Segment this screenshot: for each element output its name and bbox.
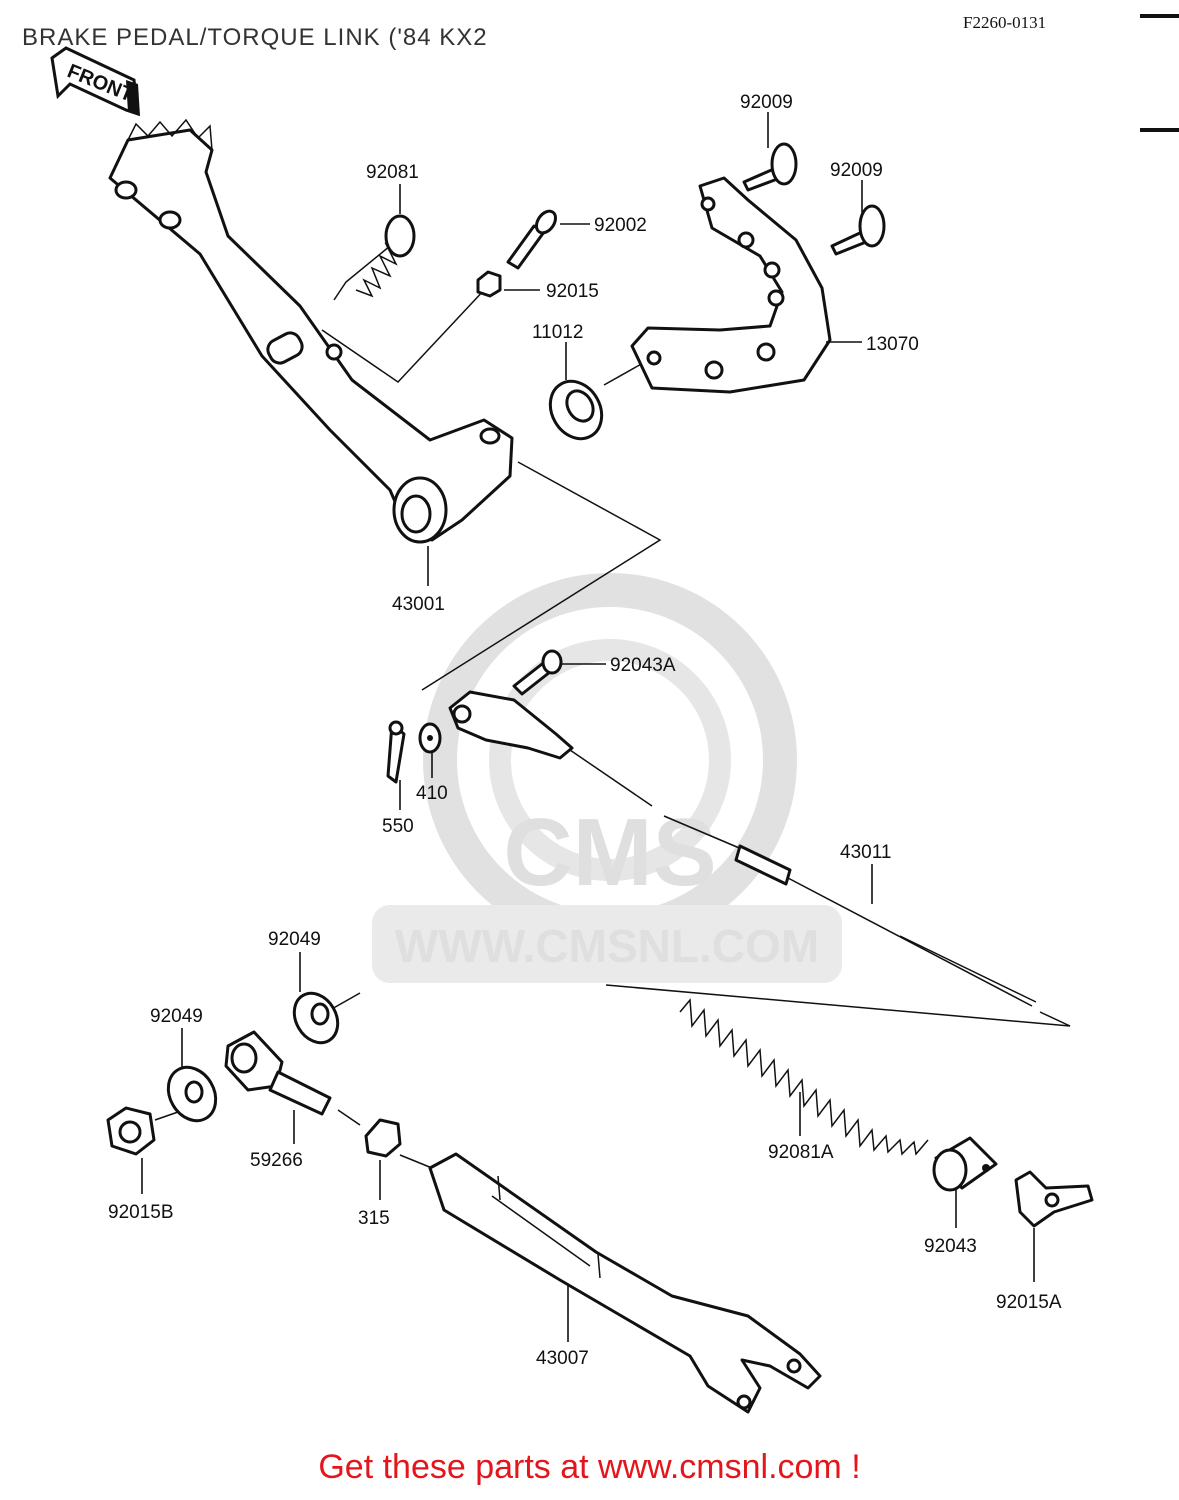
- wing-nut-92015A: [1014, 1170, 1094, 1228]
- cms-watermark: CMS WWW.CMSNL.COM: [372, 573, 842, 983]
- part-label-92015: 92015: [546, 281, 599, 302]
- watermark-url-text: WWW.CMSNL.COM: [395, 920, 819, 972]
- brake-rod-43011: [663, 815, 1037, 1007]
- part-label-92081A: 92081A: [768, 1142, 834, 1163]
- part-label-92081: 92081: [366, 162, 419, 183]
- brake-rod-clevis: [448, 690, 653, 807]
- part-label-43001: 43001: [392, 594, 445, 615]
- assembly-leader-lines: [154, 287, 1071, 1169]
- page-edge-marks: [1140, 14, 1179, 132]
- rod-end-59266: [224, 1030, 332, 1116]
- part-label-92002: 92002: [594, 215, 647, 236]
- brake-pedal: [108, 118, 514, 544]
- shop-link-banner[interactable]: Get these parts at www.cmsnl.com !: [318, 1448, 861, 1486]
- part-label-92043A: 92043A: [610, 655, 676, 676]
- collar-92043: [932, 1136, 998, 1192]
- bolt-92002: [506, 209, 558, 270]
- part-label-92043: 92043: [924, 1236, 977, 1257]
- pedal-guard-13070: [630, 176, 832, 394]
- part-number-labels: 92009 92009 92081 92002 92015 11012 1307…: [108, 92, 1062, 1369]
- part-label-59266: 59266: [250, 1150, 303, 1171]
- bolt-92009-lower: [830, 204, 886, 256]
- part-label-92049-lower: 92049: [150, 1006, 203, 1027]
- washer-92049-upper: [292, 991, 340, 1045]
- part-label-92009-upper: 92009: [740, 92, 793, 113]
- part-label-92015B: 92015B: [108, 1202, 174, 1223]
- torque-link-43007: [428, 1152, 822, 1414]
- part-label-92049-upper: 92049: [268, 929, 321, 950]
- part-label-11012: 11012: [532, 322, 583, 343]
- part-label-92015A: 92015A: [996, 1292, 1062, 1313]
- part-label-550: 550: [382, 816, 414, 837]
- rod-spring-92081A: [679, 998, 929, 1156]
- front-direction-marker: FRONT: [50, 46, 140, 117]
- nut-92015B: [106, 1106, 156, 1156]
- dust-seal-11012: [548, 379, 604, 441]
- part-label-315: 315: [358, 1208, 390, 1229]
- part-label-13070: 13070: [866, 334, 919, 355]
- part-label-410: 410: [416, 783, 448, 804]
- figure-code: F2260-0131: [963, 13, 1047, 32]
- washer-410: [418, 722, 442, 754]
- part-label-43007: 43007: [536, 1348, 589, 1369]
- return-spring-92081: [333, 214, 416, 301]
- nut-92015: [476, 270, 502, 298]
- pin-92043A: [512, 649, 563, 696]
- watermark-logo-text: CMS: [503, 799, 716, 906]
- nut-315: [364, 1118, 402, 1158]
- part-label-92009-lower: 92009: [830, 160, 883, 181]
- part-label-43011: 43011: [840, 842, 891, 863]
- diagram-title: BRAKE PEDAL/TORQUE LINK ('84 KX2: [22, 24, 488, 51]
- callout-leaders: [141, 112, 1035, 1342]
- washer-92049-lower: [166, 1065, 218, 1123]
- bolt-92009-upper: [742, 142, 798, 192]
- cotter-pin-550: [386, 720, 406, 784]
